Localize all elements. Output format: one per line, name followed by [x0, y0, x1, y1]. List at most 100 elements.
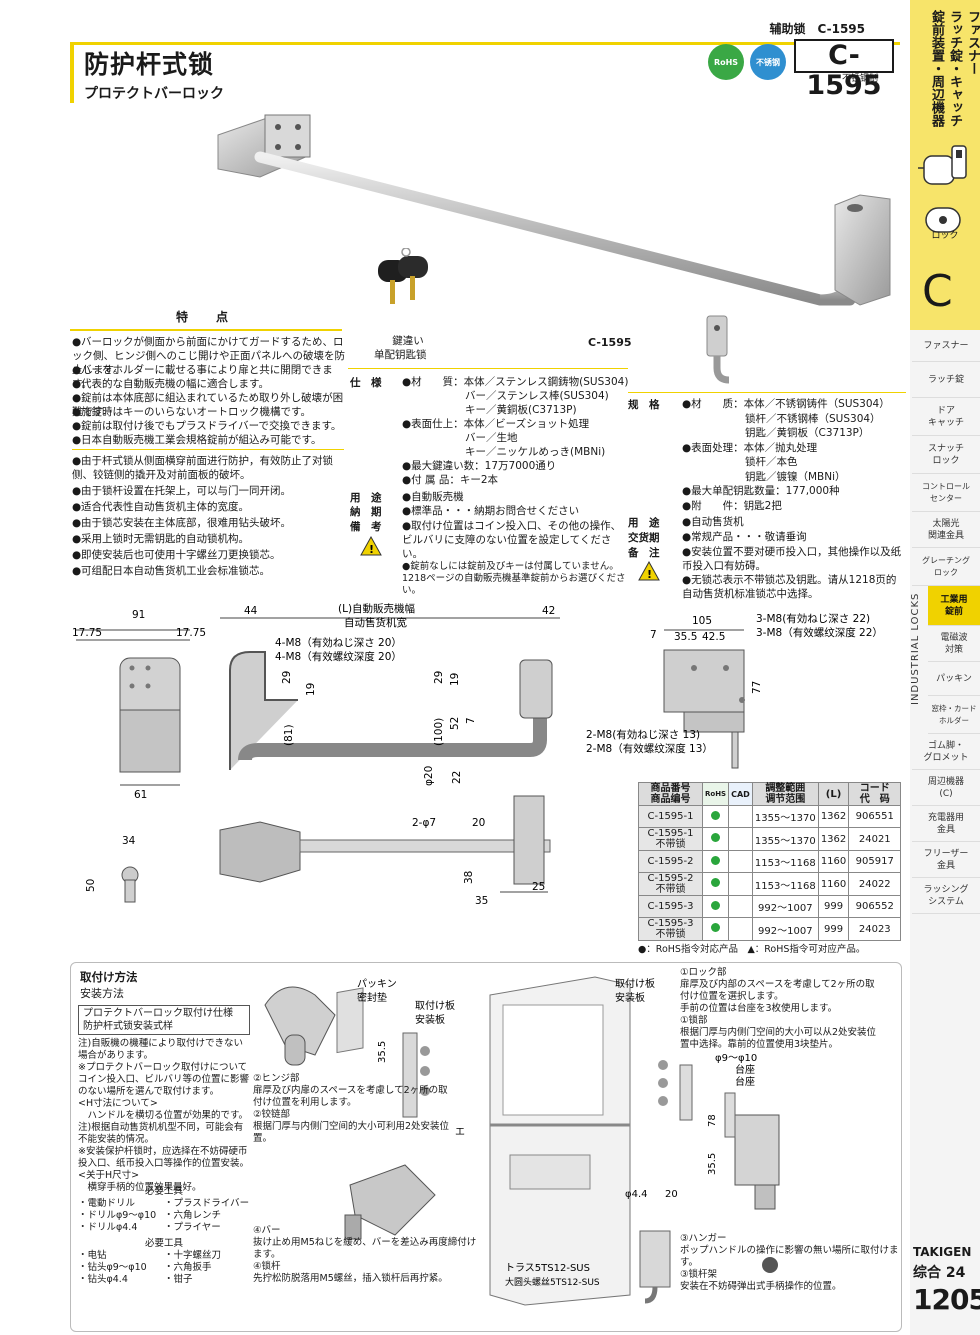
sidebar-item-door-catch[interactable]: ドア キャッチ	[912, 398, 980, 436]
cell-cad	[728, 827, 753, 851]
installation-diagram: パッキン 密封垫 取付け板 安装板 取付け板 安装板 φ9〜φ10 台座 台座 …	[264, 976, 780, 1306]
sidebar-item-latch[interactable]: ラッチ錠	[912, 362, 980, 398]
dim-34: 34	[122, 835, 136, 847]
cell-range: 1355～1370	[751, 827, 819, 851]
dim-4m8-cn: 4-M8（有效螺纹深度 20）	[275, 650, 402, 663]
spec-cn-label-2: 用 途	[628, 517, 660, 529]
spec-ja-label-2: 用 途	[350, 492, 382, 504]
cell-pn: C-1595-3 不带锁	[638, 917, 703, 941]
th-part-number: 商品番号 商品编号	[638, 782, 703, 806]
step-bar: ④バー抜け止め用M5ねじを緩め、バーを差込み再度締付けます。 ④锁杆先拧松防脱落…	[253, 1225, 477, 1284]
sidebar-industrial-locks-label: INDUSTRIAL LOCKS	[910, 592, 921, 706]
sidebar-item-solar[interactable]: 太陽光 関連金具	[912, 512, 980, 548]
brand-name: TAKIGEN	[913, 1245, 972, 1259]
spec-cn-delivery: ●常规产品・・・敬请垂询	[682, 531, 807, 543]
rohs-dot-icon	[701, 805, 730, 828]
svg-text:!: !	[369, 543, 374, 556]
sidebar-item-lashing[interactable]: ラッシング システム	[912, 878, 980, 914]
sidebar-item-control-center[interactable]: コントロール センター	[912, 474, 980, 512]
feature-cn-6: ●即使安装后也可使用十字螺丝刀更换锁芯。	[72, 549, 281, 561]
spec-ja-notes: ●取付け位置はコイン投入口、その他の操作、ビルバリに支障のない位置を設定してくだ…	[402, 520, 626, 596]
sidebar-item-window-frame[interactable]: 窓枠・カード ホルダー	[928, 696, 980, 734]
spec-cn-use: ●自动售货机	[682, 516, 744, 528]
feature-divider	[72, 449, 344, 450]
feature-cn-3: ●适合代表性自动售货机主体的宽度。	[72, 501, 249, 513]
warning-icon-cn: !	[638, 561, 660, 581]
sidebar-item-fastener[interactable]: ファスナー	[912, 330, 980, 362]
install-title-cn: 安装方法	[80, 987, 124, 1000]
sidebar-category-header: ファスナー ラッチ錠・キャッチ 錠前装置・周辺機器 ロック	[910, 0, 980, 330]
model-number: C-1595	[794, 39, 894, 101]
dim-100: (100)	[433, 718, 445, 746]
callout-35-5-right: 35.5	[707, 1153, 718, 1175]
callout-phi4-4: φ4.4	[625, 1189, 648, 1200]
dim-105: 105	[692, 615, 712, 627]
rohs-dot-icon	[701, 917, 730, 941]
feature-cn-4: ●由于锁芯安装在主体底部，很难用钻头破坏。	[72, 517, 291, 529]
tools-ja: 必要工具 ・電動ドリル・プラスドライバー ・ドリルφ9〜φ10・六角レンチ ・ド…	[78, 1186, 250, 1233]
features-heading: 特 点	[70, 308, 342, 331]
dim-7: 7	[465, 717, 477, 724]
cell-code: 905917	[848, 850, 902, 873]
table-row: C-1595-3 992～1007 999 906552	[638, 895, 902, 918]
callout-plate-cn: 安装板	[415, 1013, 445, 1026]
table-row: C-1595-3 不带锁 992～1007 999 24023	[638, 917, 902, 941]
dim-42-5: 42.5	[702, 631, 725, 643]
page-number: 1205	[913, 1283, 980, 1316]
sidebar-item-freezer[interactable]: フリーザー 金具	[912, 842, 980, 878]
svg-text:!: !	[647, 568, 652, 581]
callout-packing-cn: 密封垫	[357, 991, 387, 1004]
cell-range: 992～1007	[751, 895, 819, 918]
dim-25: 25	[532, 881, 545, 893]
cell-l: 1362	[817, 805, 850, 828]
callout-base-cn: 台座	[735, 1075, 755, 1088]
sidebar-item-packing[interactable]: パッキン	[928, 662, 980, 696]
step-hanger: ③ハンガーポップハンドルの操作に影響の無い場所に取付けます。 ③锁杆架安装在不妨…	[680, 1233, 899, 1292]
cell-l: 999	[817, 917, 850, 941]
table-row: C-1595-2 不带锁 1153～1168 1160 24022	[638, 872, 902, 896]
sidebar-item-rubber-foot[interactable]: ゴム脚・ グロメット	[912, 734, 980, 770]
install-title: 取付け方法	[80, 970, 138, 984]
keys-photo	[378, 248, 428, 304]
spec-cn-notes: ●安装位置不要对硬币投入口，其他操作以及纸币投入口有妨碍。●无锁芯表示不带锁芯及…	[682, 546, 902, 600]
cell-code: 906551	[848, 805, 902, 828]
sidebar-item-emi[interactable]: 電磁波 対策	[928, 626, 980, 662]
product-code-table: 商品番号 商品编号 RoHS CAD 調整範囲 调节范围 (L) コード 代 码…	[638, 782, 902, 941]
sidebar-category-3: 錠前装置・周辺機器	[929, 10, 944, 127]
sidebar-item-charger[interactable]: 充電器用 金具	[912, 806, 980, 842]
th-range: 調整範囲 调节范围	[751, 782, 819, 806]
cell-pn: C-1595-2 不带锁	[638, 872, 703, 896]
spec-ja-label-1: 仕 様	[350, 377, 382, 389]
breadcrumb: 辅助锁 C-1595	[769, 22, 865, 36]
sidebar-item-grating-lock[interactable]: グレーチング ロック	[912, 548, 980, 586]
rohs-dot-icon	[701, 827, 730, 851]
dimension-drawing-lock: 105 7 35.5 42.5 3-M8(有効ねじ深さ 22) 3-M8（有效螺…	[586, 612, 883, 769]
spec-ja-label-3: 納 期	[350, 506, 382, 518]
sidebar-item-peripherals[interactable]: 周辺機器 (C)	[912, 770, 980, 806]
th-code: コード 代 码	[848, 782, 902, 806]
dim-44: 44	[244, 605, 258, 617]
dim-front-17-75-right: 17.75	[176, 627, 206, 639]
dim-42: 42	[542, 605, 555, 617]
rohs-dot-icon	[701, 850, 730, 873]
table-row: C-1595-1 1355～1370 1362 906551	[638, 805, 902, 828]
dim-phi20: φ20	[423, 766, 435, 786]
table-row: C-1595-2 1153～1168 1160 905917	[638, 850, 902, 873]
callout-20: 20	[665, 1189, 678, 1200]
rohs-badge-icon: RoHS	[708, 44, 744, 80]
dim-front-91: 91	[132, 609, 145, 621]
dim-4m8-ja: 4-M8（有効ねじ深さ 20）	[275, 636, 402, 649]
cell-pn: C-1595-1 不带锁	[638, 827, 703, 851]
spec-cn-label-3: 交货期	[628, 532, 660, 544]
dim-29-right: 29	[433, 671, 445, 684]
feature-cn-7: ●可组配日本自动售货机工业会标准锁芯。	[72, 565, 270, 577]
dim-52: 52	[449, 717, 461, 730]
sidebar-item-snatch-lock[interactable]: スナッチ ロック	[912, 436, 980, 474]
callout-35-5-left: 35.5	[377, 1041, 388, 1063]
dim-50: 50	[85, 879, 97, 892]
padlock-icon	[925, 207, 961, 233]
dim-3m8-ja: 3-M8(有効ねじ深さ 22)	[756, 612, 870, 625]
sidebar-item-industrial-lock[interactable]: 工業用 錠前	[928, 586, 980, 626]
dim-front-61: 61	[134, 789, 147, 801]
cell-cad	[728, 872, 753, 896]
